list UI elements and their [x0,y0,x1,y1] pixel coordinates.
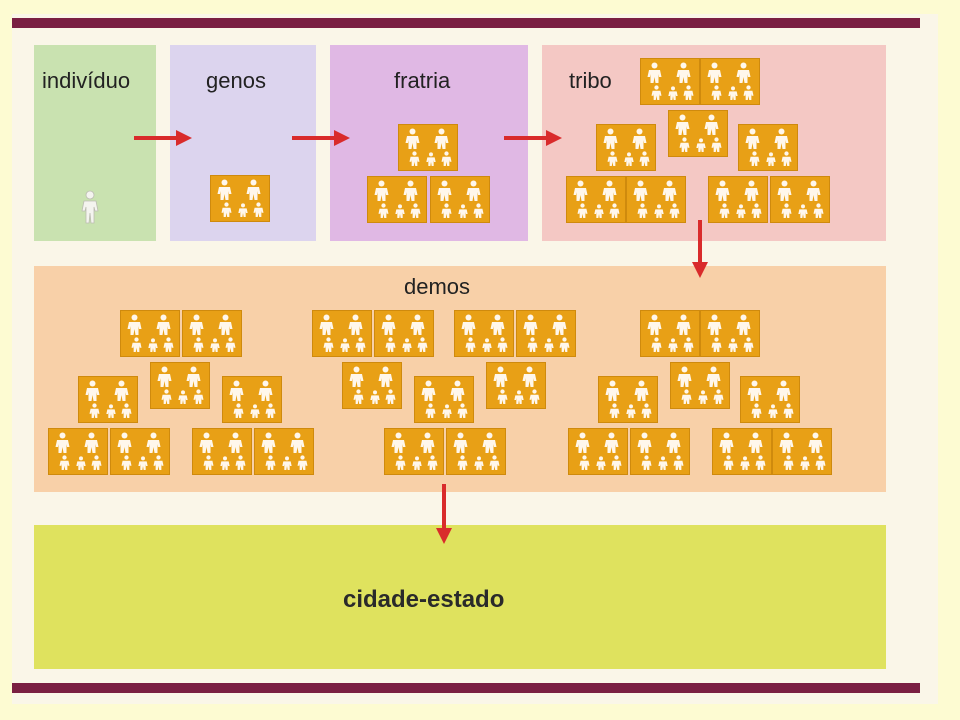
family-group-icon [110,428,170,475]
family-group-icon [596,124,656,171]
family-group-icon [700,310,760,357]
bottom-border-bar [12,683,920,693]
genos-label: genos [206,68,266,93]
family-group-icon [150,362,210,409]
family-group-icon [374,310,434,357]
arrow-icon [436,484,452,544]
person-icon [80,190,100,224]
individuo-label: indivíduo [42,68,131,93]
top-border-bar [12,18,920,28]
family-group-icon [430,176,490,223]
family-group-icon [516,310,576,357]
family-group-icon [384,428,444,475]
arrow-icon [134,130,192,146]
family-group-icon [120,310,180,357]
family-group-icon [772,428,832,475]
tribo-label: tribo [569,68,612,93]
family-group-icon [670,362,730,409]
family-group-icon [640,310,700,357]
cidade-estado-panel [34,525,886,669]
arrow-icon [504,130,562,146]
family-group-icon [712,428,772,475]
demos-label: demos [404,274,471,299]
family-group-icon [630,428,690,475]
family-group-icon [254,428,314,475]
family-group-icon [222,376,282,423]
family-group-icon [640,58,700,105]
family-group-icon [48,428,108,475]
family-group-icon [454,310,514,357]
family-group-icon [446,428,506,475]
family-group-icon [367,176,427,223]
family-group-icon [626,176,686,223]
family-group-icon [708,176,768,223]
family-group-icon [398,124,458,171]
arrow-icon [692,220,708,278]
family-group-icon [182,310,242,357]
family-group-icon [312,310,372,357]
family-group-icon [486,362,546,409]
family-group-icon [738,124,798,171]
family-group-icon [598,376,658,423]
family-group-icon [78,376,138,423]
family-group-icon [740,376,800,423]
arrow-icon [292,130,350,146]
family-group-icon [192,428,252,475]
family-group-icon [568,428,628,475]
family-group-icon [414,376,474,423]
family-group-icon [770,176,830,223]
family-group-icon [342,362,402,409]
family-group-icon [566,176,626,223]
fratria-label: fratria [394,68,451,93]
family-group-icon [210,175,270,222]
family-group-icon [700,58,760,105]
family-group-icon [668,110,728,157]
cidade-estado-label: cidade-estado [343,586,505,613]
